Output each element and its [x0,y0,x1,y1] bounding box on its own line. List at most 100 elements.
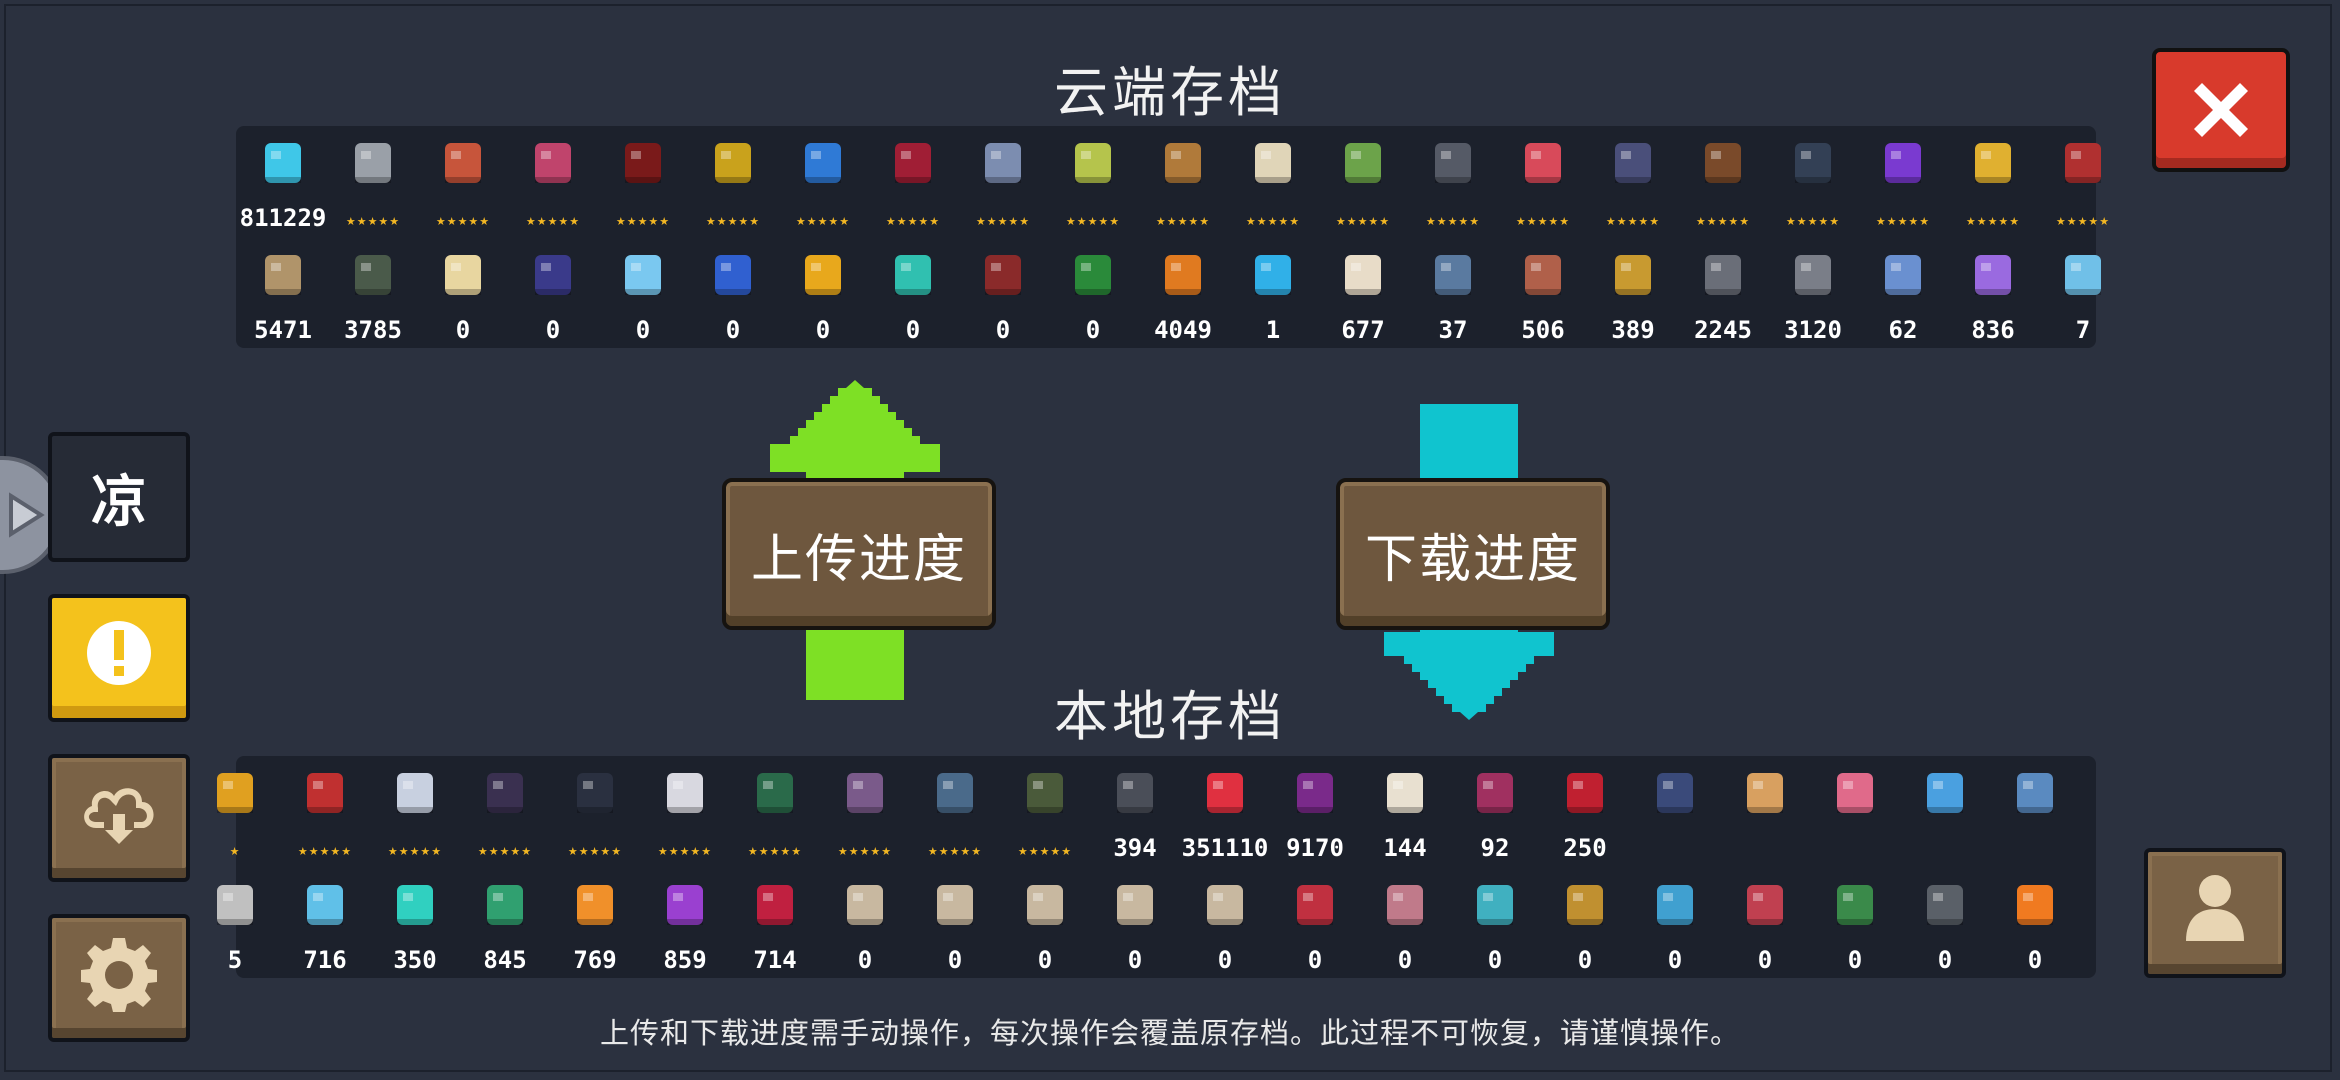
blue-bag-icon [1466,876,1524,934]
item-count: 0 [1307,946,1323,974]
cyan-flower-icon [386,876,444,934]
star-rating: ★★★★★ [345,215,401,228]
seed-cell: 0 [820,868,910,978]
werewolf-icon [1154,134,1212,192]
material-cell: 0 [778,238,868,348]
material-cell: 0 [418,238,508,348]
black-cat-icon [1646,764,1704,822]
star-rating: ★★★★★ [1965,215,2021,228]
hero-cell: ★★★★★ [1318,126,1408,236]
item-count: 350 [393,946,437,974]
item-count: 389 [1611,316,1655,344]
gold-coin-icon [794,246,852,304]
item-count: 506 [1521,316,1565,344]
hero-cell: ★★★★★ [508,126,598,236]
material-cell: 0 [508,238,598,348]
item-count: 0 [1937,946,1953,974]
dark-hair-hero-icon [566,764,624,822]
item-count: 0 [635,316,651,344]
item-count: 0 [905,316,921,344]
star-rating: ★★★★★ [837,845,893,858]
item-count: 714 [753,946,797,974]
orange-flower-icon [566,876,624,934]
small-robot-icon [2006,764,2064,822]
item-count: 677 [1341,316,1385,344]
assassin-icon [614,134,672,192]
pink-pig-icon [1826,764,1884,822]
item-count: 0 [1757,946,1773,974]
star-rating: ★★★★★ [1515,215,1571,228]
material-cell: 836 [1948,238,2038,348]
item-count: 0 [1847,946,1863,974]
cloud-sync-button[interactable] [48,754,190,882]
pet-cell [1720,756,1810,866]
pet-cell: ★★★★★ [370,756,460,866]
material-cell: 0 [1048,238,1138,348]
pet-cell: ★★★★★ [730,756,820,866]
seed-cell: 0 [1900,868,1990,978]
upload-progress-button[interactable]: 上传进度 [722,478,996,630]
item-count: 5471 [254,316,312,344]
cloud-save-title: 云端存档 [1054,61,1286,124]
seed-cell: 0 [1270,868,1360,978]
star-rating: ★ [229,845,241,858]
green-gun-icon [1826,876,1884,934]
download-progress-button[interactable]: 下载进度 [1336,478,1610,630]
item-count: 0 [947,946,963,974]
item-count: 811229 [239,204,327,232]
pet-cell: ★★★★★ [550,756,640,866]
pet-cell [1630,756,1720,866]
hero-cell: ★★★★★ [2038,126,2128,236]
cloud-save-panel: 811229 ★★★★★ ★★★★★ ★★★★★ ★★★★★ ★★★★★ ★★★★★ ★★★★… [236,126,2109,348]
dark-knight-icon [296,764,354,822]
orange-box-icon [1556,876,1614,934]
star-rating: ★★★★★ [795,215,851,228]
black-knight-icon [476,764,534,822]
gun-icon [1106,764,1164,822]
item-count: 9170 [1286,834,1344,862]
blue-fish-icon [1646,876,1704,934]
hero-cell: ★★★★★ [1408,126,1498,236]
dark-book-icon [524,246,582,304]
blue-blob-icon [1916,764,1974,822]
pet-cell: 394 [1090,756,1180,866]
seed-cell: 716 [280,868,370,978]
item-count: 37 [1438,316,1468,344]
item-count: 0 [1397,946,1413,974]
seed-cell: 5 [190,868,280,978]
warning-button[interactable] [48,594,190,722]
nickname-button[interactable]: 凉 [48,432,190,562]
pet-cell [1810,756,1900,866]
green-cabinet-icon [746,764,804,822]
hero-cell: ★★★★★ [688,126,778,236]
seed-cell: 0 [1810,868,1900,978]
seed-cell: 0 [1360,868,1450,978]
item-count: 0 [1577,946,1593,974]
material-cell: 7 [2038,238,2128,348]
item-count: 0 [455,316,471,344]
gear-icon [81,938,157,1012]
star-rating: ★★★★★ [975,215,1031,228]
item-count: 0 [725,316,741,344]
star-rating: ★★★★★ [1425,215,1481,228]
close-button[interactable] [2152,48,2290,172]
pet-cell [1900,756,1990,866]
flour-sack-icon [1334,246,1392,304]
orange-ore-icon [1154,246,1212,304]
holy-book-icon [434,246,492,304]
material-cell: 389 [1588,238,1678,348]
material-cell: 5471 [238,238,328,348]
rogue-icon [434,134,492,192]
red-screen-icon [1736,876,1794,934]
star-rating: ★★★★★ [1875,215,1931,228]
item-count: 7 [2075,316,2091,344]
star-rating: ★★★★★ [2055,215,2111,228]
star-rating: ★★★★★ [387,845,443,858]
iron-ore-icon [1784,246,1842,304]
item-count: 0 [1487,946,1503,974]
robot-icon [794,134,852,192]
profile-button[interactable] [2144,848,2286,978]
item-count: 0 [857,946,873,974]
settings-button[interactable] [48,914,190,1042]
